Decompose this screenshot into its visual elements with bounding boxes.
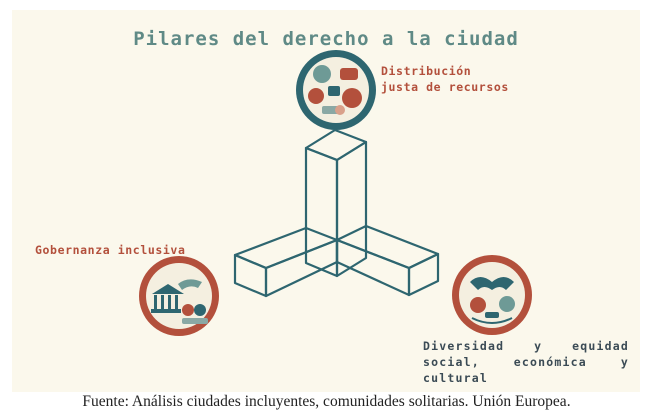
left-arm-bottom: [264, 238, 339, 298]
pillar-label-resources-line-2: justa de recursos: [381, 80, 509, 94]
vertical-arm-side: [335, 140, 368, 278]
pillar-label-governance: Gobernanza inclusiva: [35, 243, 186, 257]
source-caption: Fuente: Análisis ciudades incluyentes, c…: [82, 393, 571, 410]
pillar-label-resources-line-1: Distribución: [381, 64, 472, 78]
governance-icon: [139, 256, 219, 336]
left-arm-front: [233, 253, 268, 298]
diagram-title: Pilares del derecho a la ciudad: [133, 28, 519, 50]
vertical-arm-top: [304, 128, 368, 162]
right-arm-bottom: [335, 238, 411, 297]
pillar-label-diversity: Diversidad y equidad social, económica y…: [423, 339, 629, 385]
right-arm-front: [407, 252, 440, 297]
vertical-arm-front: [304, 146, 339, 278]
diversity-equity-icon: [452, 255, 532, 335]
pillar-label-resources: Distribución justa de recursos: [381, 63, 509, 95]
resources-distribution-icon: [296, 50, 376, 130]
tri-pillar-structure: [233, 128, 440, 298]
